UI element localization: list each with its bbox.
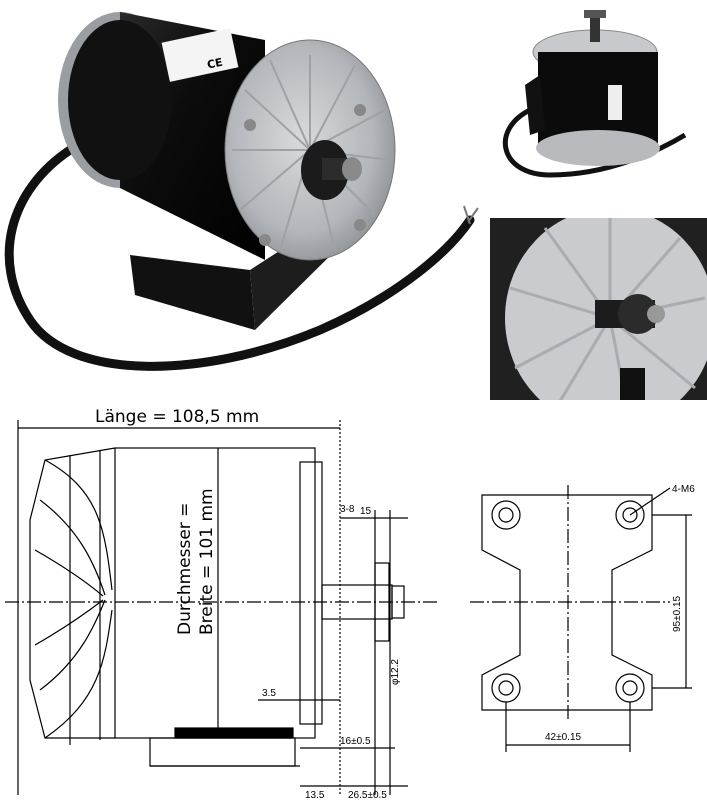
length-dimension-label: Länge = 108,5 mm (95, 407, 259, 427)
dim-13-5: 13.5 (305, 790, 325, 801)
dim-42: 42±0.15 (545, 732, 582, 743)
dim-3-5: 3.5 (262, 688, 276, 699)
dim-16: 16±0.5 (340, 736, 371, 747)
diameter-label-line2: Breite = 101 mm (197, 488, 217, 635)
dim-95: 95±0.15 (672, 595, 683, 632)
sprocket-closeup-photo (490, 218, 707, 423)
dim-3-8: 3-8 (340, 504, 355, 515)
dim-3-8-tolerance: 15 (360, 506, 372, 517)
dim-shaft-diameter: φ12.2 (390, 659, 401, 685)
dim-holes: 4-M6 (672, 484, 695, 495)
diameter-label-line1: Durchmesser = (175, 503, 195, 635)
dim-26-5: 26.5±0.5 (348, 790, 387, 801)
main-motor-photo: CE (0, 0, 486, 400)
svg-text:CE: CE (206, 56, 224, 72)
rear-view-photo (490, 0, 707, 212)
technical-drawing: Länge = 108,5 mm Durchmesser = Breite = … (0, 400, 707, 808)
